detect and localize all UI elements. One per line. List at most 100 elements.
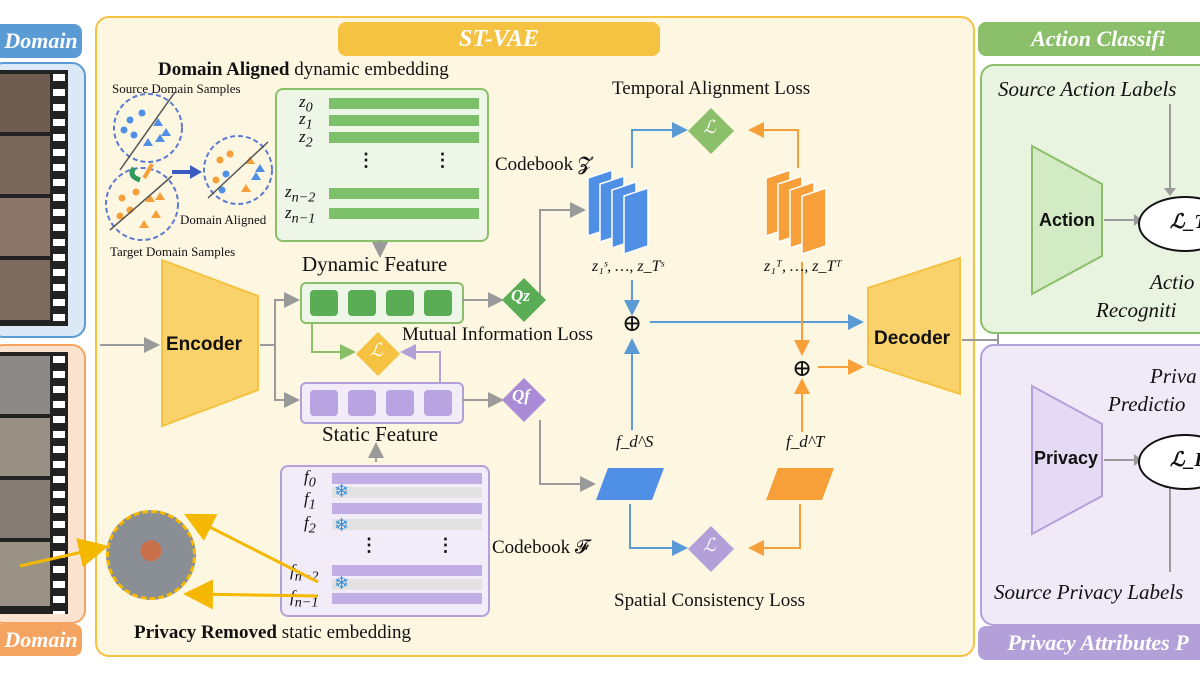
action-label: Action xyxy=(1039,210,1095,230)
decoder-block xyxy=(867,256,961,396)
codebook-f-row-4 xyxy=(332,593,482,604)
target-cluster-circle xyxy=(105,167,179,241)
source-filmstrip xyxy=(0,70,68,326)
source-frame-1 xyxy=(0,74,50,132)
action-recognition-line1: Actio xyxy=(1150,270,1195,294)
privacy-removed-bold: Privacy Removed xyxy=(134,622,277,643)
codebook-f-row-0 xyxy=(332,473,482,484)
codebook-f-label-0: f0 xyxy=(304,467,316,491)
temporal-loss-symbol: ℒ xyxy=(703,117,716,137)
encoder-block xyxy=(161,258,259,428)
align-orange-arrow xyxy=(142,163,154,180)
decoder-label: Decoder xyxy=(874,328,951,349)
spatial-loss-label: Spatial Consistency Loss xyxy=(614,590,806,611)
encoder-label: Encoder xyxy=(166,334,243,355)
add-target-icon: ⊕ xyxy=(792,356,813,382)
codebook-z-row-0 xyxy=(329,98,479,109)
source-fd-label: f_d^S xyxy=(616,432,654,451)
domain-aligned-label: Domain Aligned xyxy=(180,212,267,227)
source-frame-2 xyxy=(0,136,50,194)
loss-t-label: ℒ_T xyxy=(1170,211,1200,233)
codebook-f-row-2 xyxy=(332,519,482,530)
source-action-labels: Source Action Labels xyxy=(998,77,1177,101)
action-recognition-line2: Recogniti xyxy=(1096,298,1177,322)
source-cluster-circle xyxy=(113,93,183,163)
dynamic-token-3 xyxy=(386,290,414,316)
privacy-prediction-line2: Predictio xyxy=(1108,392,1186,416)
qz-quantizer xyxy=(502,278,546,322)
source-frame-3 xyxy=(0,198,50,256)
target-frame-1 xyxy=(0,356,50,414)
qz-label: Qz xyxy=(511,286,530,305)
target-frame-3 xyxy=(0,480,50,538)
stvae-header: ST-VAE xyxy=(338,22,660,56)
dynamic-token-1 xyxy=(310,290,338,316)
privacy-attributes-header-text: Privacy Attributes P xyxy=(1007,630,1189,655)
qf-quantizer xyxy=(502,378,546,422)
target-static-feature-shape xyxy=(766,468,834,500)
codebook-z-row-1 xyxy=(329,115,479,126)
domain-aligned-title-bold: Domain Aligned xyxy=(158,59,290,80)
target-temporal-stack xyxy=(765,168,827,256)
dynamic-feature-bar xyxy=(300,282,464,324)
domain-alignment-illustration xyxy=(105,91,273,241)
target-domain-header: Domain xyxy=(0,624,82,656)
source-frame-4 xyxy=(0,260,50,320)
domain-aligned-title-rest: dynamic embedding xyxy=(289,59,449,80)
domain-aligned-title: Domain Aligned dynamic embedding xyxy=(158,59,449,81)
source-samples xyxy=(120,109,171,146)
target-fd-label: f_d^T xyxy=(786,432,825,451)
privacy-removed-caption: Privacy Removed static embedding xyxy=(134,622,411,644)
spatial-loss-symbol: ℒ xyxy=(703,535,716,555)
action-classifier-header: Action Classifi xyxy=(978,22,1200,56)
target-domain-samples-label: Target Domain Samples xyxy=(110,244,236,259)
source-static-feature-shape xyxy=(596,468,664,500)
aligned-cluster-circle xyxy=(203,135,273,205)
codebook-f-ellipsis: ⋮ ⋮ xyxy=(360,535,455,555)
snowflake-icon: ❄ xyxy=(334,573,350,593)
mutual-info-loss-label: Mutual Information Loss xyxy=(402,324,594,345)
dynamic-token-4 xyxy=(424,290,452,316)
add-source-icon: ⊕ xyxy=(622,311,643,337)
privacy-label: Privacy xyxy=(1034,448,1099,468)
codebook-z-label-n1: zn−1 xyxy=(285,203,316,227)
snowflake-icon: ❄ xyxy=(334,481,350,501)
source-domain-header-text: Domain xyxy=(4,28,78,53)
temporal-loss-label: Temporal Alignment Loss xyxy=(612,78,811,99)
codebook-z-label-n2: zn−2 xyxy=(285,182,316,206)
source-film-holes xyxy=(53,70,65,326)
codebook-z-box: z0 z1 z2 ⋮ ⋮ zn−2 zn−1 xyxy=(275,88,489,242)
source-sequence-label: z₁ˢ, …, z_Tˢ xyxy=(592,258,664,275)
codebook-z-label-1: z1 xyxy=(299,109,313,133)
target-sequence-label: z₁ᵀ, …, z_Tᵀ xyxy=(764,258,842,275)
mutual-info-loss-diamond xyxy=(356,332,400,376)
dynamic-token-2 xyxy=(348,290,376,316)
source-domain-header: Domain xyxy=(0,24,82,58)
source-boundary xyxy=(119,91,176,171)
codebook-f-row-3b xyxy=(332,579,482,590)
static-token-1 xyxy=(310,390,338,416)
target-filmstrip xyxy=(0,352,68,614)
codebook-f-label-2: f2 xyxy=(304,513,316,537)
target-film-holes xyxy=(53,352,65,614)
codebook-z-label-2: z2 xyxy=(299,127,313,151)
stvae-header-text: ST-VAE xyxy=(458,26,540,52)
static-token-4 xyxy=(424,390,452,416)
static-token-2 xyxy=(348,390,376,416)
codebook-z-row-3 xyxy=(329,188,479,199)
codebook-f-label-1: f1 xyxy=(304,489,316,513)
codebook-z-ellipsis: ⋮ ⋮ xyxy=(357,150,452,170)
temporal-loss-diamond xyxy=(688,108,734,154)
mutual-info-loss-symbol: ℒ xyxy=(370,340,383,360)
privacy-prediction-line1: Priva xyxy=(1150,364,1197,388)
spatial-loss-diamond xyxy=(688,526,734,572)
codebook-z-label: Codebook 𝓩 xyxy=(495,154,592,175)
align-green-arrow xyxy=(129,166,141,183)
privacy-crop-image xyxy=(106,510,196,600)
codebook-f-row-0b xyxy=(332,487,482,498)
static-feature-bar xyxy=(300,382,464,424)
codebook-z-row-4 xyxy=(329,208,479,219)
target-domain-header-text: Domain xyxy=(4,627,78,652)
target-frame-2 xyxy=(0,418,50,476)
action-classifier-header-text: Action Classifi xyxy=(1031,26,1165,51)
